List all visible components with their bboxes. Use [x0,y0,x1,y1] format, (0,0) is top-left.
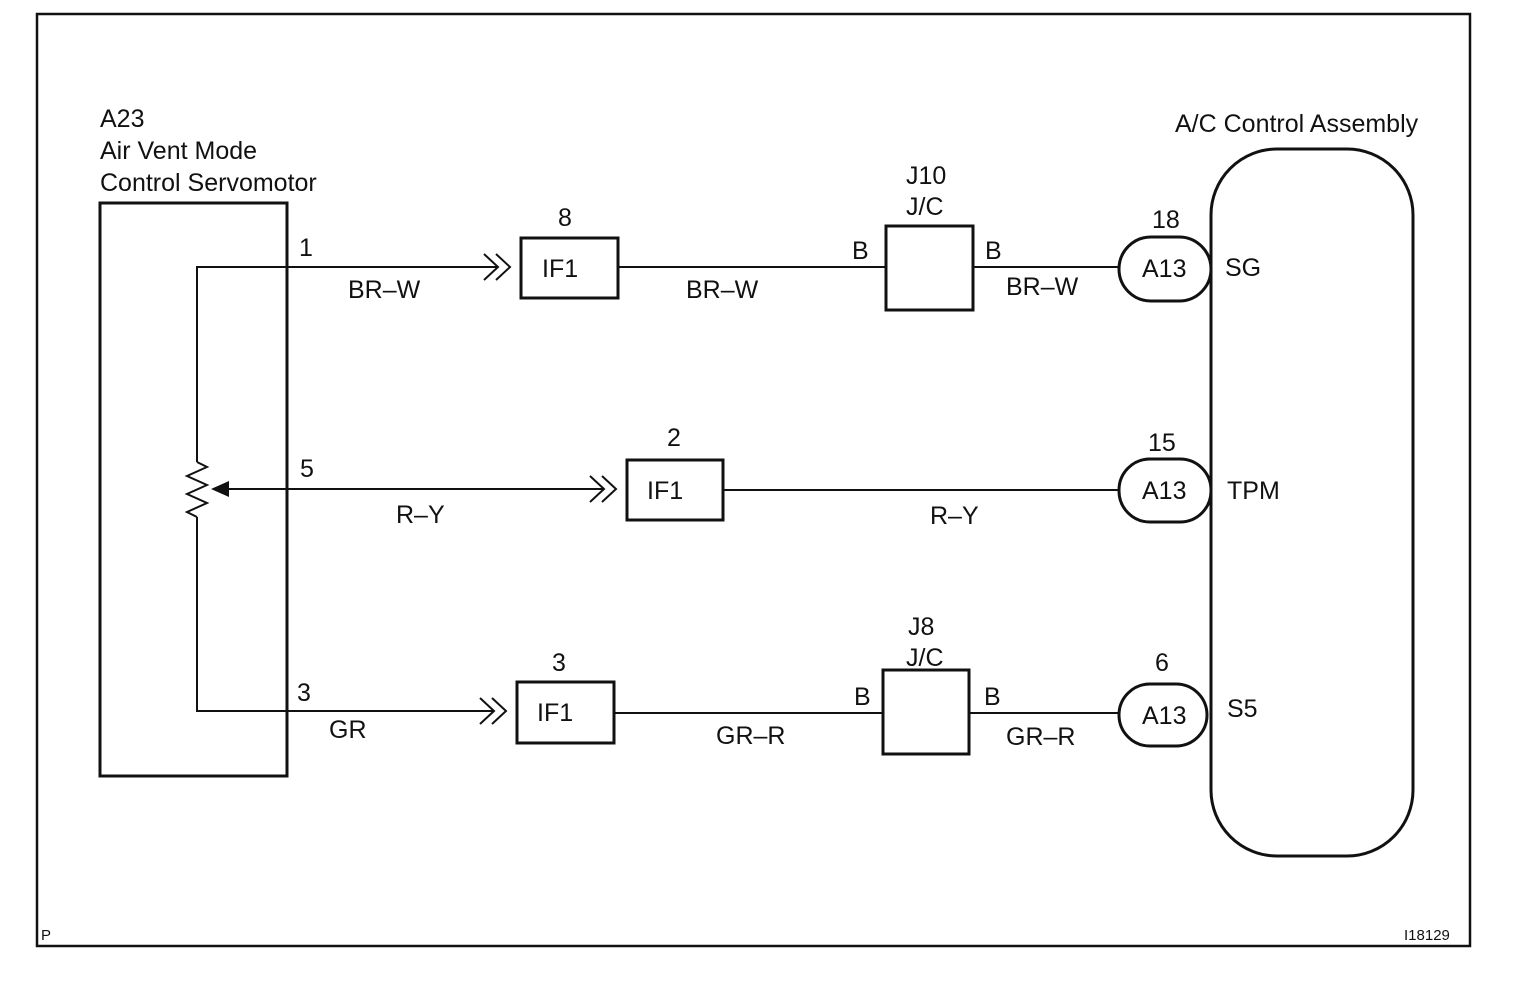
a13-pin-number: 18 [1152,206,1180,234]
junction-connector-box [884,224,975,312]
if1-pin-number: 2 [667,424,681,452]
if1-connector-label: IF1 [647,477,683,505]
if1-connector-label: IF1 [537,699,573,727]
junction-label: J/C [906,193,944,221]
if1-connector-label: IF1 [542,255,578,283]
wire-color-label: R–Y [396,501,445,529]
connector-chevron [483,253,500,281]
servomotor-code: A23 [100,105,144,133]
connector-chevron [495,253,512,281]
potentiometer-wiper-arrow [211,481,229,497]
circuit-s5: GR IF1 3 GR–R J8 J/C B B GR–R A13 6 [287,613,1209,756]
wire-color-label: R–Y [930,502,979,530]
junction-pin-right: B [985,237,1002,265]
wire-color-label: GR–R [1006,723,1075,751]
servomotor-pin-1: 1 [299,234,313,262]
connector-chevron [479,697,496,725]
connector-chevron [589,475,606,503]
servomotor: A23 Air Vent Mode Control Servomotor 1 5… [98,105,317,778]
potentiometer-lower-lead [196,517,287,712]
junction-code: J10 [906,162,946,190]
wire-color-label: BR–W [686,276,759,304]
a13-pin-number: 15 [1148,429,1176,457]
junction-pin-left: B [854,683,871,711]
connector-chevron [601,475,618,503]
a13-connector [1117,682,1209,748]
circuit-tpm: R–Y IF1 2 R–Y A13 15 [287,424,1213,530]
ac-control-title: A/C Control Assembly [1175,110,1419,138]
servomotor-pin-3: 3 [297,679,311,707]
servomotor-name-line2: Control Servomotor [100,169,317,197]
a13-pin-number: 6 [1155,649,1169,677]
a13-connector-label: A13 [1142,702,1186,730]
page-code: P [41,927,51,944]
if1-connector-box [519,236,620,300]
a13-connector [1117,235,1213,303]
figure-id: I18129 [1404,927,1450,944]
if1-connector-box [515,680,616,745]
if1-connector-box [625,458,725,522]
if1-pin-number: 3 [552,649,566,677]
potentiometer-resistor [184,461,210,518]
ac-control-box [1209,147,1415,858]
if1-pin-number: 8 [558,204,572,232]
a13-connector-label: A13 [1142,477,1186,505]
junction-pin-right: B [984,683,1001,711]
terminal-sg: SG [1225,254,1261,282]
ac-control-assembly: A/C Control Assembly SG TPM S5 [1175,110,1419,858]
wire-color-label: BR–W [348,276,421,304]
wire-color-label: BR–W [1006,273,1079,301]
junction-connector-box [881,668,971,756]
junction-label: J/C [906,644,944,672]
a13-connector-label: A13 [1142,255,1186,283]
servomotor-name-line1: Air Vent Mode [100,137,257,165]
a13-connector [1117,457,1213,524]
terminal-s5: S5 [1227,695,1258,723]
terminal-tpm: TPM [1227,477,1280,505]
connector-chevron [491,697,508,725]
junction-pin-left: B [852,237,869,265]
wire-color-label: GR–R [716,722,785,750]
wire-color-label: GR [329,716,367,744]
circuit-sg: BR–W IF1 8 BR–W J10 J/C B B BR–W A13 18 [287,162,1213,312]
junction-code: J8 [908,613,934,641]
potentiometer-upper-lead [196,266,287,462]
diagram-frame [35,12,1472,948]
servomotor-pin-5: 5 [300,455,314,483]
